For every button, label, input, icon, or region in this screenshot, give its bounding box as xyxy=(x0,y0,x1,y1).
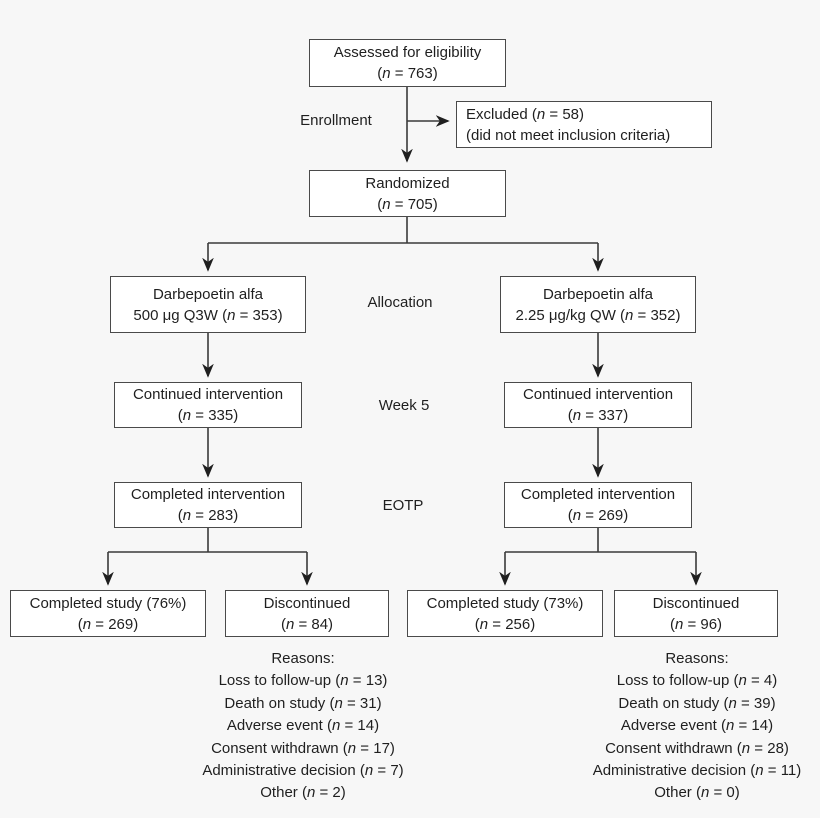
excluded-line1: Excluded (n = 58) xyxy=(466,105,584,123)
completed-study-box-arm1: Completed study (76%) (n = 269) xyxy=(10,590,206,637)
completed-arm1-line1: Completed study (76%) xyxy=(29,594,187,612)
week5-box-arm1: Continued intervention (n = 335) xyxy=(114,382,302,428)
discontinued-arm1-line1: Discontinued xyxy=(263,594,351,612)
randomized-line2: (n = 705) xyxy=(377,195,438,213)
discontinued-box-arm1: Discontinued (n = 84) xyxy=(225,590,389,637)
reason-item: Other (n = 2) xyxy=(260,784,346,802)
excluded-box: Excluded (n = 58) (did not meet inclusio… xyxy=(456,101,712,148)
excluded-line2: (did not meet inclusion criteria) xyxy=(466,126,671,144)
week5-arm1-line2: (n = 335) xyxy=(177,407,239,424)
allocation-arm1-line2: 500 μg Q3W (n = 353) xyxy=(133,306,283,324)
reasons-list-arm1: Reasons: Loss to follow-up (n = 13) Deat… xyxy=(153,648,453,805)
week5-box-arm2: Continued intervention (n = 337) xyxy=(504,382,692,428)
week5-arm1-line1: Continued intervention xyxy=(132,386,284,403)
randomized-box: Randomized (n = 705) xyxy=(309,170,506,217)
completed-study-box-arm2: Completed study (73%) (n = 256) xyxy=(407,590,603,637)
reasons-list-arm2: Reasons: Loss to follow-up (n = 4) Death… xyxy=(547,648,820,805)
stage-label-allocation: Allocation xyxy=(367,294,433,311)
reason-item: Consent withdrawn (n = 17) xyxy=(211,739,395,757)
reason-item: Adverse event (n = 14) xyxy=(620,717,774,735)
reason-item: Adverse event (n = 14) xyxy=(226,717,380,735)
reason-item: Administrative decision (n = 11) xyxy=(592,762,802,780)
randomized-line1: Randomized xyxy=(365,174,450,192)
eotp-box-arm1: Completed intervention (n = 283) xyxy=(114,482,302,528)
reason-item: Other (n = 0) xyxy=(654,784,740,802)
discontinued-arm2-line1: Discontinued xyxy=(652,594,740,612)
completed-arm2-line2: (n = 256) xyxy=(474,615,536,633)
week5-arm2-line2: (n = 337) xyxy=(567,407,629,424)
allocation-arm2-line1: Darbepoetin alfa xyxy=(542,285,654,303)
discontinued-arm2-line2: (n = 96) xyxy=(669,615,723,633)
eotp-arm2-line1: Completed intervention xyxy=(520,486,676,503)
eotp-arm1-line1: Completed intervention xyxy=(130,486,286,503)
reason-item: Death on study (n = 39) xyxy=(618,694,776,712)
assessed-line1: Assessed for eligibility xyxy=(333,44,482,61)
stage-label-eotp: EOTP xyxy=(382,497,424,514)
eotp-box-arm2: Completed intervention (n = 269) xyxy=(504,482,692,528)
stage-label-enrollment: Enrollment xyxy=(300,112,372,129)
week5-arm2-line1: Continued intervention xyxy=(522,386,674,403)
allocation-arm1-line1: Darbepoetin alfa xyxy=(152,285,264,303)
stage-label-week5: Week 5 xyxy=(378,397,430,414)
completed-arm1-line2: (n = 269) xyxy=(77,615,139,633)
eotp-arm1-line2: (n = 283) xyxy=(177,507,239,524)
reasons-title-arm1: Reasons: xyxy=(271,650,335,667)
discontinued-box-arm2: Discontinued (n = 96) xyxy=(614,590,778,637)
discontinued-arm1-line2: (n = 84) xyxy=(280,615,334,633)
eotp-arm2-line2: (n = 269) xyxy=(567,507,629,524)
reason-item: Death on study (n = 31) xyxy=(224,694,382,712)
assessed-line2: (n = 763) xyxy=(377,65,438,82)
assessed-box: Assessed for eligibility (n = 763) xyxy=(309,39,506,87)
reasons-title-arm2: Reasons: xyxy=(665,650,729,667)
allocation-box-arm2: Darbepoetin alfa 2.25 μg/kg QW (n = 352) xyxy=(500,276,696,333)
allocation-arm2-line2: 2.25 μg/kg QW (n = 352) xyxy=(515,306,681,324)
allocation-box-arm1: Darbepoetin alfa 500 μg Q3W (n = 353) xyxy=(110,276,306,333)
reason-item: Consent withdrawn (n = 28) xyxy=(605,739,789,757)
completed-arm2-line1: Completed study (73%) xyxy=(426,594,584,612)
reason-item: Administrative decision (n = 7) xyxy=(202,762,404,780)
reason-item: Loss to follow-up (n = 4) xyxy=(616,672,778,690)
reason-item: Loss to follow-up (n = 13) xyxy=(218,672,388,690)
